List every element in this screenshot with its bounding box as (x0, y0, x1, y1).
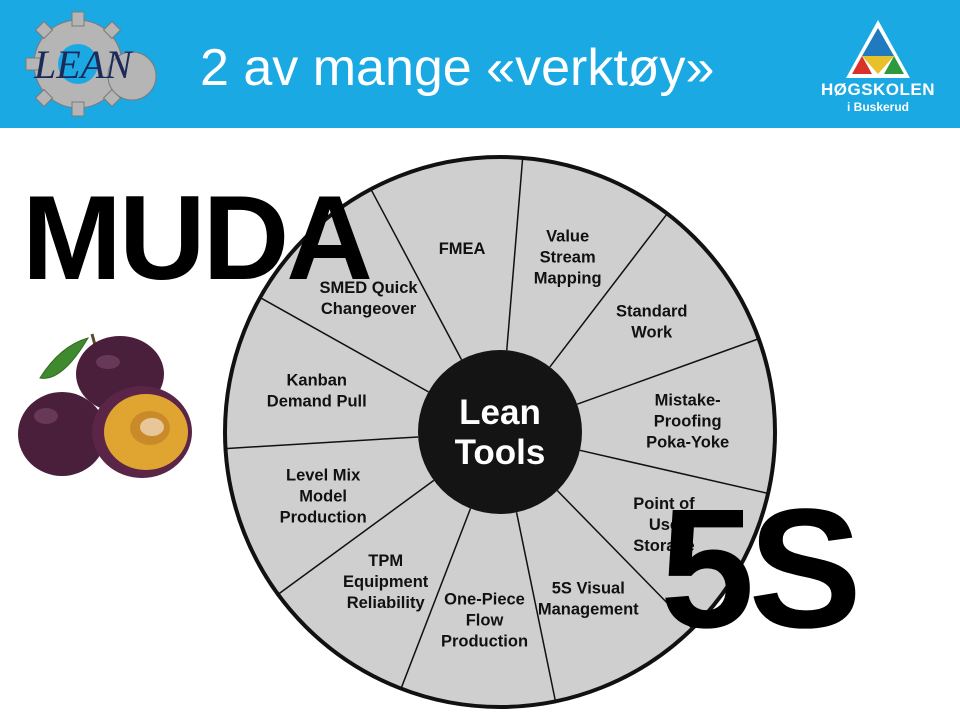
wheel-segment-label-line: Changeover (321, 300, 417, 318)
muda-text: MUDA (22, 171, 373, 305)
wheel-segment-fmea: FMEA (439, 240, 486, 258)
school-name: HØGSKOLEN (820, 80, 936, 99)
wheel-segment-label-line: Mistake- (655, 392, 721, 410)
wheel-segment-label-line: Storage (633, 537, 694, 555)
wheel-segment-label-line: One-Piece (444, 590, 525, 608)
wheel-divider-line (277, 479, 435, 595)
wheel-segment-label-line: Value (546, 228, 589, 246)
wheel-divider-line (225, 436, 419, 450)
wheel-segment-label-line: Stream (540, 249, 596, 267)
wheel-segment-label-line: TPM (368, 552, 403, 570)
lean-logo: LEAN (25, 11, 157, 117)
wheel-divider-line (515, 512, 557, 702)
school-logo: HØGSKOLEN i Buskerud (808, 18, 948, 122)
wheel-center-label-line: Tools (455, 433, 546, 472)
wheel-segment-label-line: Demand Pull (267, 392, 367, 410)
wheel-segment-label-line: Model (299, 488, 347, 506)
wheel-segment-label-line: SMED Quick (319, 279, 418, 297)
header-bar: LEAN 2 av mange «verktøy» HØGSKOLEN i Bu… (0, 0, 960, 128)
wheel-divider-line (579, 449, 769, 495)
wheel-segment-label-line: 5S Visual (552, 579, 625, 597)
wheel-segment-label-line: FMEA (439, 240, 486, 258)
wheel-divider-line (370, 188, 463, 360)
wheel-segment-label-line: Management (538, 600, 639, 618)
wheel-segment-label-line: Flow (466, 611, 504, 629)
wheel-segment-label-line: Work (631, 324, 673, 342)
wheel-divider-line (506, 157, 524, 351)
wheel-segment-label-line: Proofing (654, 413, 722, 431)
wheel-segment-label-line: Production (280, 509, 367, 527)
plum-image (0, 316, 212, 506)
wheel-divider-line (576, 338, 759, 405)
wheel-segment-label-line: Mapping (534, 270, 602, 288)
wheel-segment-label-line: Reliability (347, 594, 426, 612)
wheel-segment-label-line: Standard (616, 303, 688, 321)
wheel-segment-label-line: Poka-Yoke (646, 434, 729, 452)
wheel-segment-label-line: Equipment (343, 573, 429, 591)
school-subtitle: i Buskerud (846, 100, 909, 114)
page-title: 2 av mange «verktøy» (200, 39, 715, 97)
wheel-divider-line (259, 296, 429, 393)
lean-logo-text: LEAN (33, 42, 134, 87)
wheel-segment-label-line: Level Mix (286, 467, 361, 485)
wheel-divider-line (556, 490, 693, 630)
wheel-divider-line (400, 508, 472, 689)
wheel-segment-label-line: Point of (633, 495, 695, 513)
wheel-segment-label-line: Kanban (286, 371, 347, 389)
wheel-segment-label-line: Production (441, 632, 528, 650)
five-s-text: 5S (660, 474, 862, 664)
wheel-dividers (225, 157, 769, 702)
wheel-segment-label-line: Use (649, 516, 679, 534)
school-logo-triangle-icon (846, 20, 910, 78)
wheel-divider-line (549, 213, 668, 368)
wheel-center-label-line: Lean (459, 393, 541, 432)
wheel-hub-circle (418, 350, 582, 514)
